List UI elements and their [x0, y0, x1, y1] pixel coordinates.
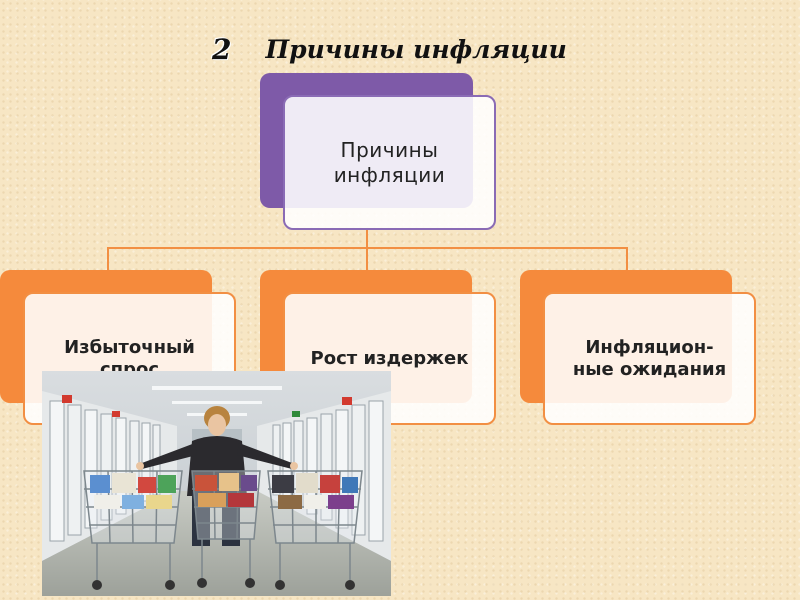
- connector-left: [107, 247, 109, 271]
- child-node-label: Инфляцион-ные ожидания: [572, 336, 727, 380]
- slide-heading: Причины инфляции: [265, 34, 567, 64]
- child-node-expectations: Инфляцион-ные ожидания: [543, 292, 756, 425]
- connector-trunk: [366, 230, 368, 249]
- slide-title: 2 Причины инфляции: [212, 26, 567, 72]
- root-node-label: Причины инфляции: [333, 137, 446, 187]
- supermarket-illustration: [42, 371, 391, 596]
- connector-center: [366, 247, 368, 271]
- connector-right: [626, 247, 628, 271]
- root-node: Причины инфляции: [283, 95, 496, 230]
- slide-number: 2: [212, 32, 232, 66]
- supermarket-photo: [42, 371, 391, 596]
- child-node-label: Рост издержек: [310, 347, 469, 369]
